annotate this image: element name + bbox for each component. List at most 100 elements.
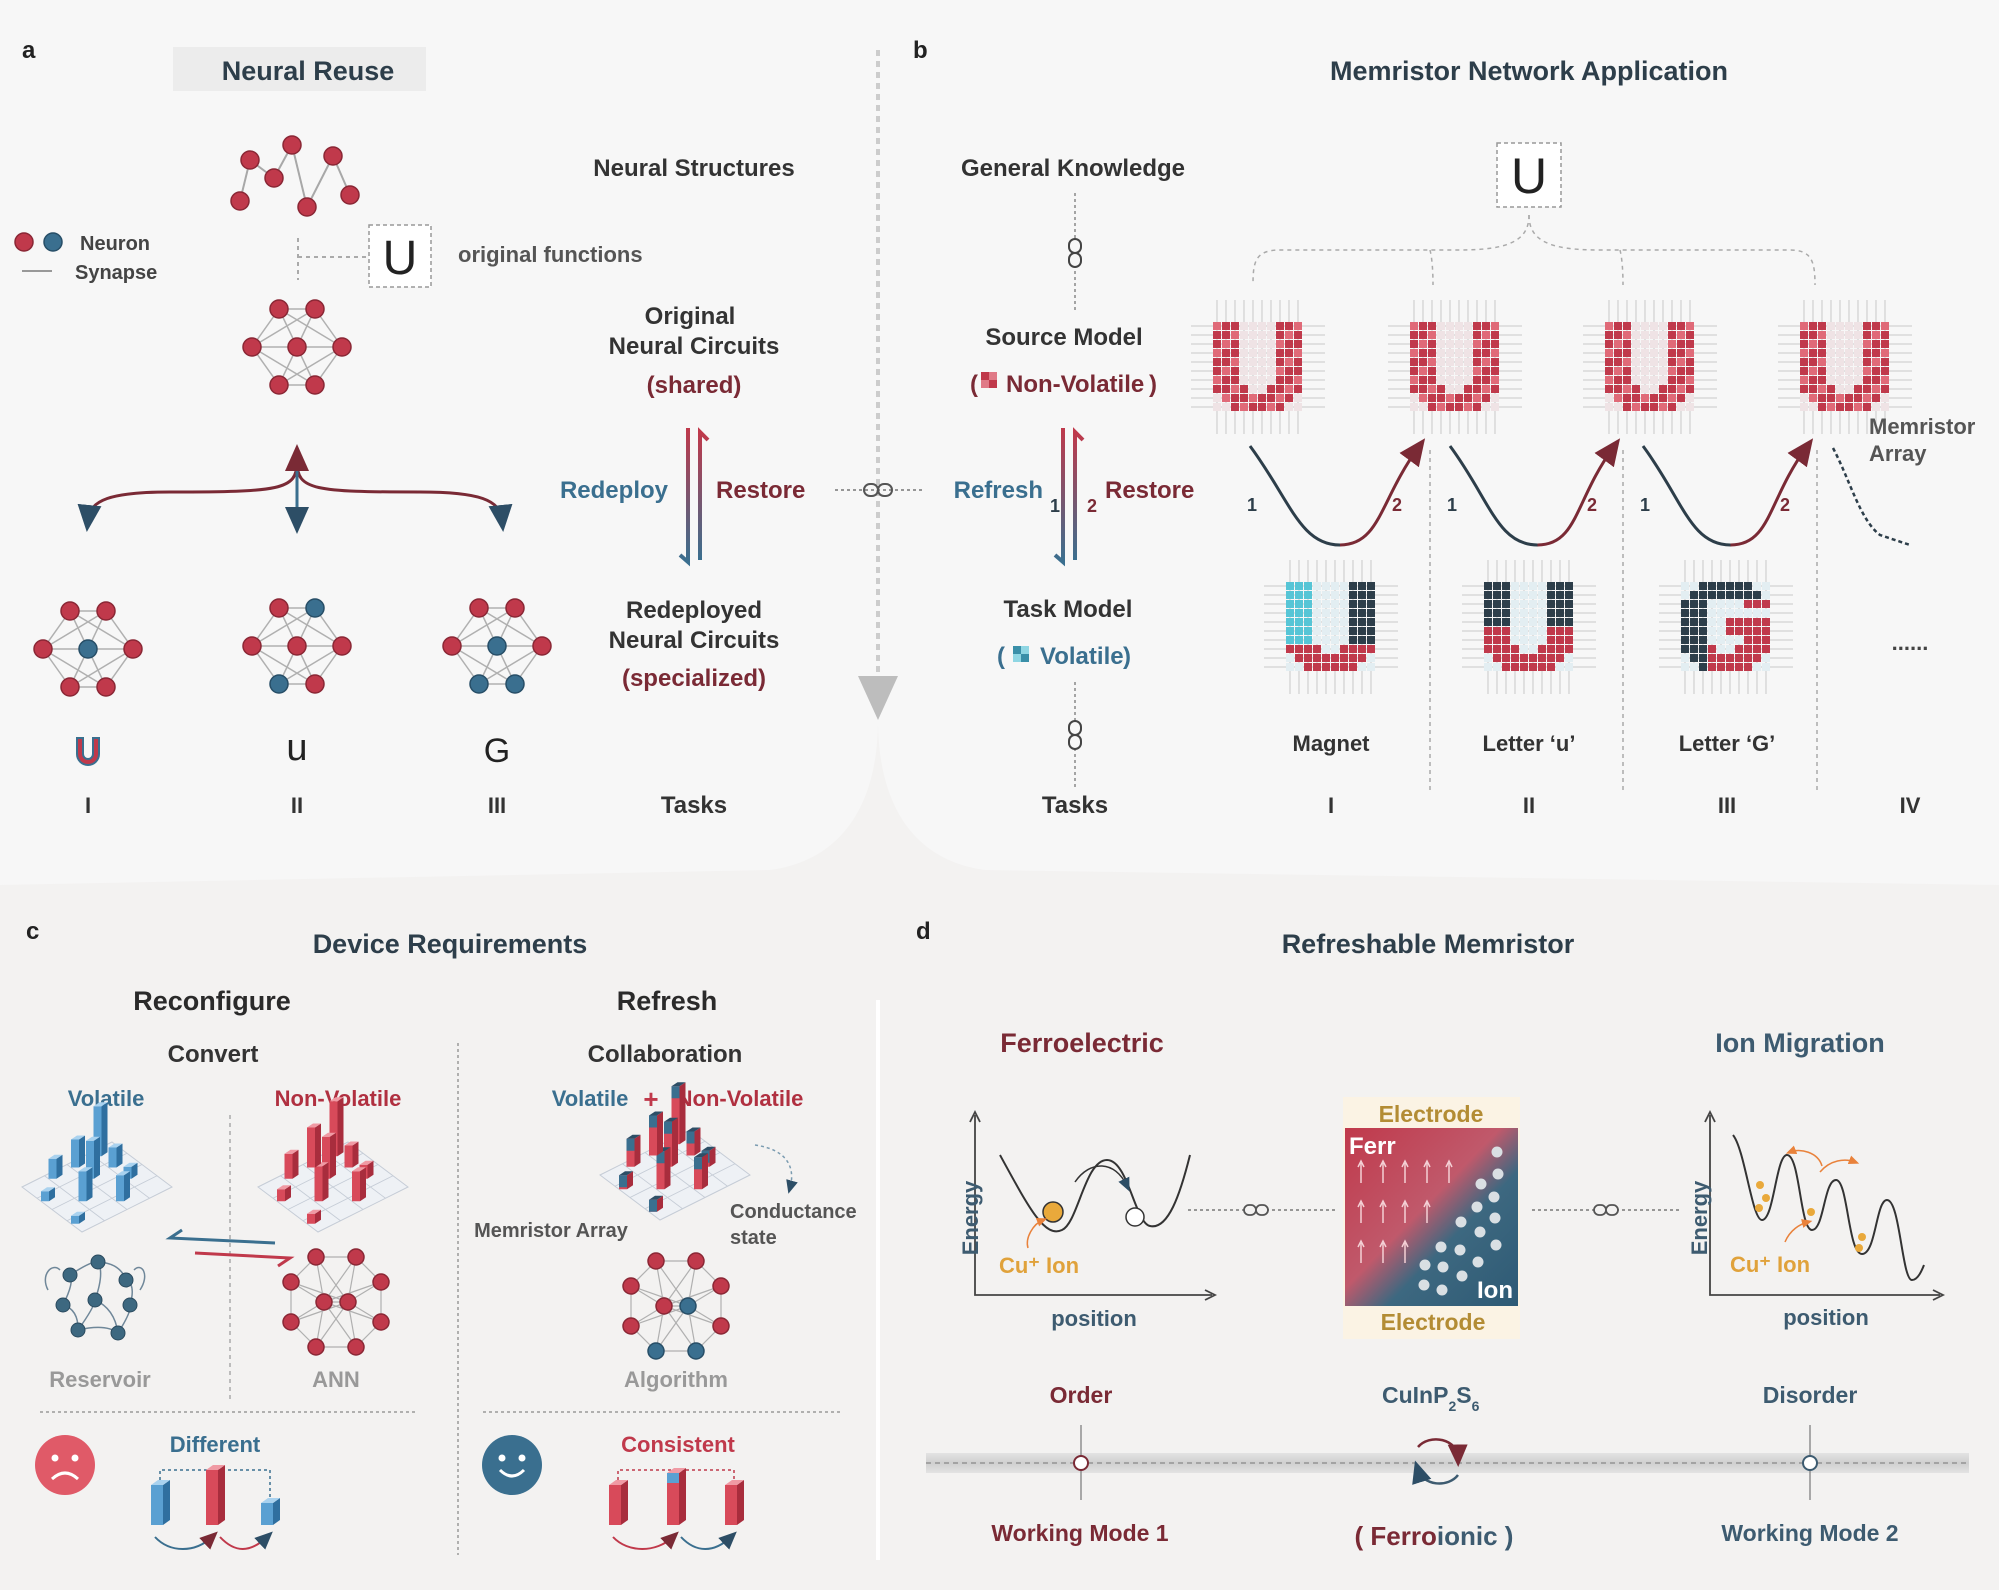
conductance-bar-side xyxy=(367,1160,374,1179)
cu-ion-dot xyxy=(1471,1201,1483,1213)
conductance-bar xyxy=(344,1145,353,1168)
reservoir-node xyxy=(110,1325,126,1341)
restore-arrow-b xyxy=(1073,427,1085,560)
roman-b-III: III xyxy=(1718,793,1736,818)
conductance-line1: Conductance xyxy=(730,1201,857,1223)
polarization-arrow-head xyxy=(1379,1159,1387,1168)
panel-d: d Refreshable Memristor Ferroelectric Io… xyxy=(916,918,1969,1551)
neuron-node xyxy=(60,601,80,621)
working-mode-2: Working Mode 2 xyxy=(1721,1520,1898,1546)
wave-step-2: 2 xyxy=(1392,495,1402,515)
panel-a-title: Neural Reuse xyxy=(222,56,395,86)
neuron-node xyxy=(655,1297,673,1315)
conductance-bar-side xyxy=(657,1111,663,1156)
synapse xyxy=(251,346,316,386)
conductance-bar-side xyxy=(49,1187,55,1202)
conductance-bar xyxy=(322,1136,330,1179)
conductance-bar-side xyxy=(634,1134,641,1167)
task-symbol-u: u xyxy=(286,727,307,769)
neuron-node xyxy=(269,674,289,694)
conductance-bar-side xyxy=(702,1153,708,1190)
conductance-bar-top xyxy=(694,1153,708,1158)
ion-dots xyxy=(1418,1146,1504,1296)
conductance-bar-side xyxy=(360,1167,366,1202)
continuation-wave xyxy=(1831,447,1911,547)
reservoir-node xyxy=(118,1272,134,1288)
reservoir-label: Reservoir xyxy=(49,1367,151,1392)
redeployed-circuits-line2: Neural Circuits xyxy=(609,627,780,654)
conductance-bar xyxy=(307,1213,315,1224)
reservoir-node xyxy=(62,1267,78,1283)
memristor-array xyxy=(1462,560,1596,694)
conductance-bar-top xyxy=(352,1167,366,1172)
conductance-bar xyxy=(626,1138,635,1167)
neuron-node xyxy=(282,1273,300,1291)
synapse xyxy=(290,1301,349,1323)
redeployed-circuits-line1: Redeployed xyxy=(626,597,762,624)
comparison-bar-top xyxy=(725,1480,744,1485)
electrode-bottom: Electrode xyxy=(1381,1309,1486,1335)
memristor-array-line1: Memristor xyxy=(1869,414,1976,439)
wave-step-2: 2 xyxy=(1780,495,1790,515)
reservoir-loop xyxy=(133,1266,146,1291)
comparison-bar-side xyxy=(679,1468,686,1525)
neuron-node xyxy=(269,598,289,618)
volatile-cap xyxy=(664,1121,672,1134)
neural-structure-nodes xyxy=(230,135,360,217)
polarization-arrow-head xyxy=(1357,1199,1365,1208)
conductance-bar-side xyxy=(352,1141,359,1168)
conductance-bar-side xyxy=(337,1097,344,1157)
source-model-label: Source Model xyxy=(985,324,1142,351)
panel-a-label: a xyxy=(22,37,36,64)
panel-b-background xyxy=(878,0,1999,885)
conductance-bar-top xyxy=(649,1111,663,1116)
panel-b-label: b xyxy=(913,37,928,64)
memristor-array-label-c: Memristor Array xyxy=(474,1220,629,1242)
non-volatile-swatch xyxy=(981,372,997,388)
neuron-node xyxy=(712,1277,730,1295)
synapse xyxy=(663,1305,697,1352)
position-axis-right: position xyxy=(1783,1305,1869,1330)
conductance-bar-top xyxy=(619,1171,633,1176)
neuron-node xyxy=(96,677,116,697)
neuron-node xyxy=(372,1273,390,1291)
wave-step-1: 1 xyxy=(1640,495,1650,515)
conductance-bar-top xyxy=(307,1123,321,1128)
convert-label: Convert xyxy=(168,1041,259,1068)
conductance-bar-top xyxy=(78,1167,93,1172)
conductance-bar-top xyxy=(71,1211,85,1216)
ion-migration-label: Ion Migration xyxy=(1715,1028,1884,1058)
volatile-cap xyxy=(667,1473,679,1483)
electrode-top: Electrode xyxy=(1379,1101,1484,1127)
cu-ion-left: Cu⁺ Ion xyxy=(999,1253,1079,1278)
polarization-arrow-head xyxy=(1357,1239,1365,1248)
refresh-wave xyxy=(1448,445,1538,547)
conductance-bar-top xyxy=(359,1160,374,1165)
transition-arrow xyxy=(154,1531,218,1550)
synapse xyxy=(323,1301,357,1348)
happy-face-icon xyxy=(482,1435,542,1495)
working-mode-1: Working Mode 1 xyxy=(991,1520,1168,1546)
memristor-array xyxy=(1264,560,1398,694)
neuron-node xyxy=(230,191,250,211)
volatile-cap xyxy=(626,1138,635,1151)
cu-ion-dot xyxy=(1419,1259,1431,1271)
volatile-cap xyxy=(671,1086,680,1099)
neuron-node xyxy=(297,197,317,217)
conductance-bar-top xyxy=(123,1162,138,1167)
magnet-symbol xyxy=(76,737,100,766)
conductance-bar-side xyxy=(322,1162,329,1202)
roman-b-II: II xyxy=(1523,793,1535,818)
ion-migration-energy-plot xyxy=(1704,1109,1946,1301)
synapse xyxy=(663,1305,722,1327)
comparison-bar xyxy=(667,1473,679,1525)
restore-wave xyxy=(1537,438,1621,547)
neuron-node xyxy=(269,375,289,395)
conductance-bar xyxy=(41,1191,49,1202)
synapse xyxy=(251,607,316,647)
conductance-bar xyxy=(329,1101,338,1157)
synapse xyxy=(323,1281,382,1303)
panel-c-label: c xyxy=(26,918,39,945)
synapse xyxy=(42,648,107,688)
